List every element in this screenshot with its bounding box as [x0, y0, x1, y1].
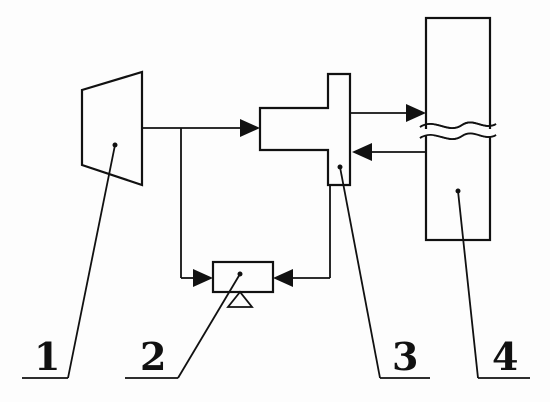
label-2: 2	[140, 334, 166, 379]
label-1: 1	[34, 334, 60, 379]
component-4-break-line-top-redraw	[419, 121, 497, 130]
component-4-break-gap	[421, 129, 495, 136]
leader-1	[67, 144, 116, 379]
component-2-box	[211, 260, 275, 294]
component-4-break-line-bottom-redraw	[419, 132, 497, 141]
arrow-into-2-left	[193, 269, 213, 287]
arrow-into-2-right	[273, 269, 293, 287]
arrow-into-4	[406, 104, 426, 122]
leader-4	[457, 190, 479, 379]
label-4: 4	[492, 334, 518, 379]
arrow-into-3	[240, 119, 260, 137]
arrow-into-3-return	[352, 143, 372, 161]
leader-3	[339, 166, 381, 379]
component-1-horn	[80, 70, 144, 187]
leader-2	[177, 273, 241, 379]
component-3-tee	[258, 72, 352, 187]
component-2-support	[226, 290, 254, 308]
label-3: 3	[392, 334, 418, 379]
